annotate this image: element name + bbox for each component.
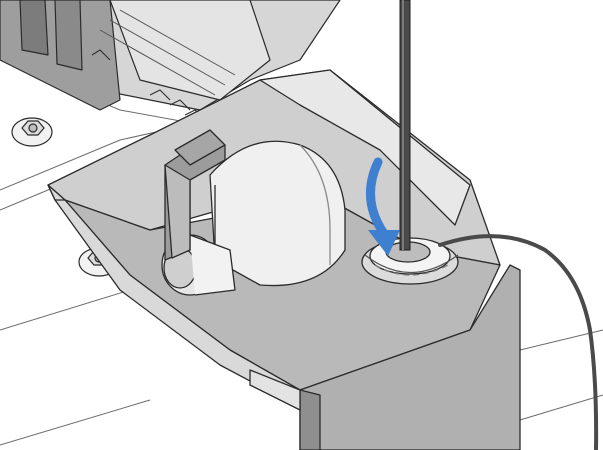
latch-block (161, 129, 346, 296)
curved-arrow-icon (365, 157, 400, 256)
cable (438, 234, 599, 450)
probe-rod (399, 0, 411, 251)
hex-screw-icon (11, 117, 53, 147)
rear-housing (0, 0, 341, 119)
